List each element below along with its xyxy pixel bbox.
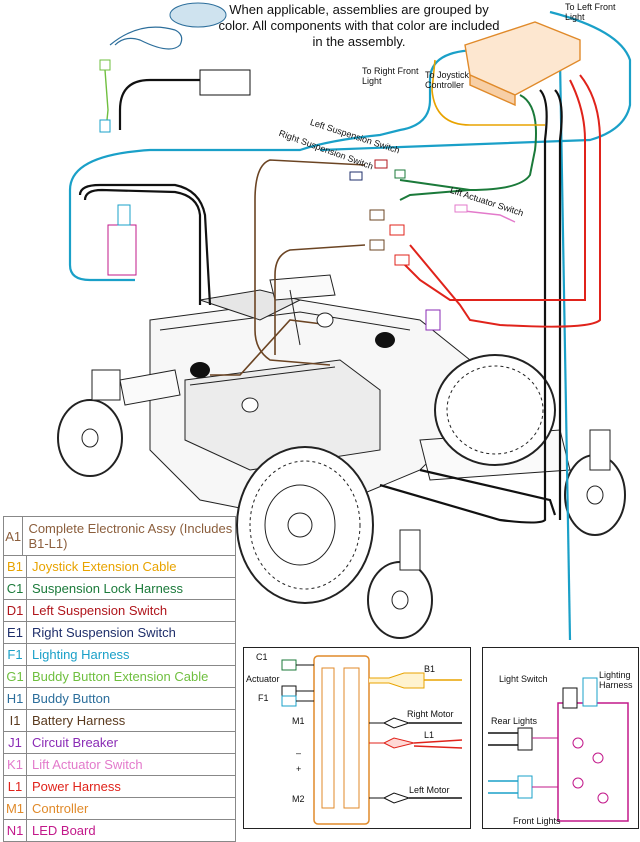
legend-name: Suspension Lock Harness (32, 581, 184, 596)
legend-code: F1 (4, 644, 27, 665)
legend-name: Complete Electronic Assy (Includes B1-L1… (28, 521, 233, 551)
legend-code: G1 (4, 666, 27, 687)
label-m1: M1 (292, 716, 305, 726)
legend-row: F1 Lighting Harness (4, 644, 235, 666)
power-harness (399, 74, 601, 328)
label-light-switch: Light Switch (499, 674, 548, 684)
legend-row: J1 Circuit Breaker (4, 732, 235, 754)
legend-code: N1 (4, 820, 27, 841)
callout-joystick-controller: To Joystick Controller (425, 70, 470, 90)
legend-code: E1 (4, 622, 27, 643)
controller-inset-drawing (281, 655, 463, 825)
joystick-module (99, 59, 251, 133)
legend-code: K1 (4, 754, 27, 775)
drive-wheel-left (236, 446, 374, 604)
label-f1: F1 (258, 693, 269, 703)
legend-code: A1 (4, 517, 24, 555)
led-board-inset-drawing (488, 677, 629, 822)
legend-name: Battery Harness (32, 713, 126, 728)
legend-name: Lift Actuator Switch (32, 757, 143, 772)
legend-name: Right Suspension Switch (32, 625, 176, 640)
joystick-cable (431, 59, 545, 126)
caster-wheels (57, 369, 626, 639)
legend-code: C1 (4, 578, 27, 599)
legend-code: B1 (4, 556, 27, 577)
legend-row: L1 Power Harness (4, 776, 235, 798)
legend-code: D1 (4, 600, 27, 621)
legend-row: E1 Right Suspension Switch (4, 622, 235, 644)
label-plus: + (296, 764, 302, 774)
label-m2: M2 (292, 794, 305, 804)
suspension-switches (349, 159, 468, 266)
label-left-motor: Left Motor (409, 785, 450, 795)
legend-code: I1 (4, 710, 27, 731)
label-c1: C1 (256, 652, 268, 662)
legend-row: H1 Buddy Button (4, 688, 235, 710)
legend-code: H1 (4, 688, 27, 709)
legend-name: Buddy Button Extension Cable (32, 669, 209, 684)
legend-row: M1 Controller (4, 798, 235, 820)
legend-row: K1 Lift Actuator Switch (4, 754, 235, 776)
label-l1: L1 (424, 730, 435, 740)
legend-row: B1 Joystick Extension Cable (4, 556, 235, 578)
legend-row: N1 LED Board (4, 820, 235, 842)
battery-harness (210, 159, 366, 376)
lighting-harness (68, 10, 632, 641)
label-actuator: Actuator (246, 674, 280, 684)
label-minus: – (296, 748, 302, 758)
buddy-button (169, 2, 227, 28)
controller (464, 21, 581, 107)
buddy-button-cord (109, 26, 183, 50)
label-lighting-harness: Lighting Harness (599, 670, 633, 690)
controller-inset: C1 Actuator F1 M1 – + M2 B1 Right Motor … (243, 647, 471, 829)
legend-name: Controller (32, 801, 89, 816)
legend-code: M1 (4, 798, 27, 819)
legend-name: Lighting Harness (32, 647, 130, 662)
legend-name: Circuit Breaker (32, 735, 118, 750)
legend-row: D1 Left Suspension Switch (4, 600, 235, 622)
legend-name: Power Harness (32, 779, 121, 794)
motor-cables (78, 78, 563, 524)
legend-row: C1 Suspension Lock Harness (4, 578, 235, 600)
legend-row: G1 Buddy Button Extension Cable (4, 666, 235, 688)
label-b1: B1 (424, 664, 436, 674)
legend-name: Buddy Button (32, 691, 111, 706)
label-rear-lights: Rear Lights (491, 716, 538, 726)
color-grouping-note: When applicable, assemblies are grouped … (218, 2, 500, 49)
callout-right-front-light: To Right Front Light (362, 66, 419, 86)
legend-code: L1 (4, 776, 27, 797)
led-board-inset: Light Switch Lighting Harness Rear Light… (482, 647, 639, 829)
legend-name: Left Suspension Switch (32, 603, 168, 618)
legend-row: I1 Battery Harness (4, 710, 235, 732)
led-board-left (107, 204, 137, 276)
label-front-lights: Front Lights (513, 816, 561, 826)
legend-name: LED Board (32, 823, 96, 838)
legend-name: Joystick Extension Cable (32, 559, 177, 574)
suspension-lock-harness (399, 94, 537, 201)
drive-wheel-right (434, 354, 556, 466)
label-right-motor: Right Motor (407, 709, 454, 719)
callout-left-front-light: To Left Front Light (565, 2, 616, 22)
battery-terminals (190, 312, 395, 413)
pink-actuator-cable (454, 209, 516, 223)
legend-code: J1 (4, 732, 27, 753)
circuit-breaker (425, 309, 441, 331)
